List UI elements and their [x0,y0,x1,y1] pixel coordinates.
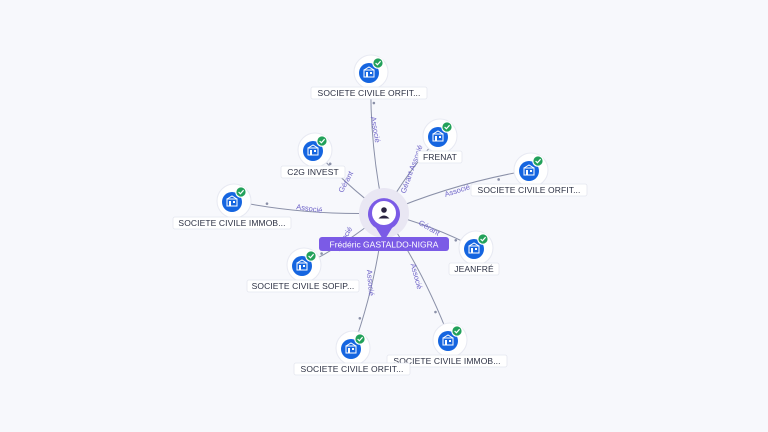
node-label: FRENAT [423,152,457,162]
node-label: SOCIETE CIVILE ORFIT... [478,185,581,195]
company-node-n6[interactable]: JEANFRÉ [448,230,500,276]
node-label-box [417,150,463,164]
node-circle [464,239,484,259]
node-circle [519,161,539,181]
node-circle [428,127,448,147]
verified-check-icon [372,57,384,69]
nodes-layer: SOCIETE CIVILE ORFIT... FRENAT C2G INVEST S… [172,54,588,376]
center-person-node[interactable]: Frédéric GASTALDO-NIGRA [319,188,449,251]
company-node-n5[interactable]: SOCIETE CIVILE IMMOB... [172,183,292,230]
node-circle [341,339,361,359]
node-label: SOCIETE CIVILE ORFIT... [301,364,404,374]
building-icon [296,259,308,271]
building-icon [442,334,454,346]
node-label: SOCIETE CIVILE IMMOB... [393,356,500,366]
verified-check-icon [477,233,489,245]
verified-check-icon [316,135,328,147]
edge-arrow-dot [265,202,269,205]
company-node-n1[interactable]: SOCIETE CIVILE ORFIT... [310,54,428,100]
company-node-n2[interactable]: FRENAT [417,118,463,164]
edge-label: Associé [369,116,382,143]
building-icon [307,144,319,156]
edge-arrow-dot [497,178,500,181]
edge-arrow-dot [434,310,437,314]
node-circle [292,256,312,276]
node-label-box [280,165,346,179]
edge-label: Associé [296,202,323,215]
building-icon [432,130,444,142]
building-icon [345,342,357,354]
building-icon [468,242,480,254]
verified-check-icon [235,186,247,198]
company-node-n8[interactable]: SOCIETE CIVILE IMMOB... [386,322,508,368]
node-label: C2G INVEST [287,167,339,177]
verified-check-icon [354,333,366,345]
company-node-n3[interactable]: C2G INVEST [280,132,346,179]
node-label: SOCIETE CIVILE IMMOB... [178,218,285,228]
node-label-box [293,362,411,376]
node-label-box [470,183,588,197]
building-icon [226,195,238,207]
node-label: SOCIETE CIVILE ORFIT... [318,88,421,98]
company-node-n9[interactable]: SOCIETE CIVILE ORFIT... [293,330,411,376]
verified-check-icon [451,325,463,337]
edge-label: Associé [409,263,424,291]
building-icon [363,66,375,78]
edge-label: Gérant [417,218,442,238]
node-label: SOCIETE CIVILE SOFIP... [252,281,355,291]
center-label-box [319,237,449,251]
node-circle [438,331,458,351]
company-node-n4[interactable]: SOCIETE CIVILE ORFIT... [470,152,588,197]
verified-check-icon [532,155,544,167]
edge-label: Associé [365,269,376,296]
building-icon [523,164,535,176]
node-circle [359,63,379,83]
edge-arrow-dot [320,252,323,255]
company-node-n7[interactable]: SOCIETE CIVILE SOFIP... [246,247,360,293]
edge-arrow-dot [328,162,332,166]
node-label-box [310,86,428,100]
edge-label: Associé [443,182,471,199]
edge-arrow-dot [372,101,376,105]
node-label-box [246,279,360,293]
verified-check-icon [441,121,453,133]
node-label-box [386,354,508,368]
person-icon [378,207,390,219]
verified-check-icon [305,250,317,262]
node-circle [222,192,242,212]
center-name-label: Frédéric GASTALDO-NIGRA [330,240,439,250]
node-label-box [448,262,500,276]
node-label-box [172,216,292,230]
node-label: JEANFRÉ [454,264,494,274]
node-circle [303,141,323,161]
edge-arrow-dot [358,317,362,320]
edge-arrow-dot [454,239,458,242]
center-inner [372,201,396,225]
